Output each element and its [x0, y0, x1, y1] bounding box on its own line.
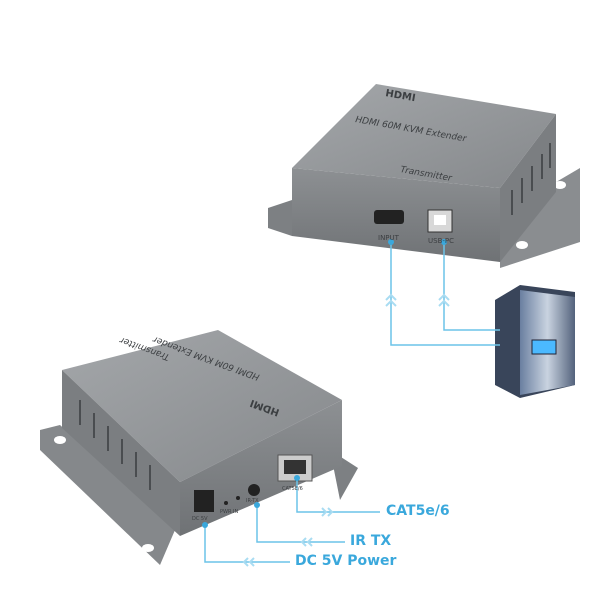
- transmitter-bottom-device: [40, 330, 358, 565]
- computer-tower: [495, 285, 575, 398]
- callout-cat: CAT5e/6: [386, 503, 450, 519]
- callout-ir: IR TX: [350, 533, 392, 549]
- top-port-input: INPUT: [378, 234, 400, 242]
- bottom-port-ir: IR-TX: [246, 498, 259, 504]
- arrow-chevrons: [242, 293, 450, 567]
- bottom-port-cat: CAT5E/6: [282, 486, 303, 492]
- transmitter-top-device: [268, 84, 580, 268]
- bottom-port-pwr: PWR IN: [220, 509, 238, 515]
- bottom-port-dc: DC 5V: [192, 516, 208, 522]
- top-port-usb: USB-PC: [428, 237, 454, 245]
- callout-lines: [204, 242, 500, 563]
- top-logo: HDMI: [384, 88, 416, 104]
- callout-dc: DC 5V Power: [295, 553, 397, 569]
